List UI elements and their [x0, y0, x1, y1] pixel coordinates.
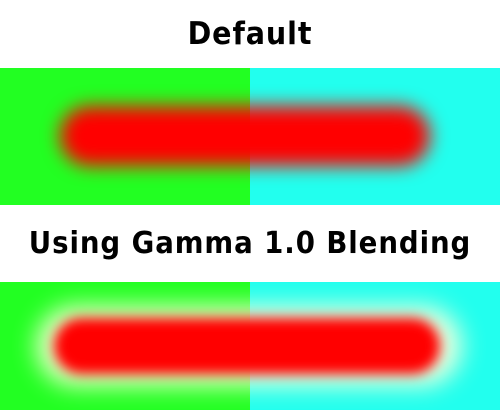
default-blend-panel — [0, 68, 500, 205]
default-heading: Default — [187, 16, 313, 52]
gamma-heading: Using Gamma 1.0 Blending — [28, 226, 472, 261]
gamma-blend-panel — [0, 282, 500, 410]
red-blurred-stroke — [60, 106, 430, 166]
red-blurred-stroke — [54, 318, 440, 374]
